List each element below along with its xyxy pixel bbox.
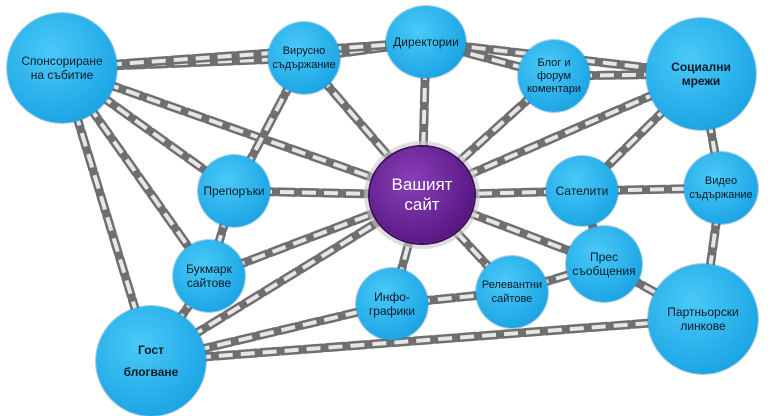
node-infographics: Инфо- графики [356,268,428,340]
node-press: Прес съобщения [566,226,642,302]
node-viral: Вирусно съдържание [268,22,340,94]
node-sponsorship: Спонсориране на събитие [7,13,117,123]
node-directories: Директории [386,6,466,78]
node-video: Видео съдържание [684,152,758,224]
node-recommendations: Препоръки [198,155,270,227]
node-blog-forum: Блог и форум коментари [518,40,590,112]
node-satellites: Сателити [546,156,618,226]
node-center-your-site: Вашият сайт [370,147,474,243]
link-building-diagram: Спонсориране на събитие Вирусно съдържан… [7,6,758,416]
chain-highlight [60,66,211,278]
node-partner: Партньорски линкове [648,264,758,374]
node-social: Социални мрежи [646,18,756,130]
chain-highlight [150,317,704,363]
chain-highlight [61,40,427,70]
node-relevant: Релевантни сайтове [476,256,548,328]
node-bookmark: Букмарк сайтове [173,240,245,312]
chain-highlight [61,66,423,197]
chain-highlight [150,302,393,363]
node-guest: Гост блогване [96,306,206,416]
